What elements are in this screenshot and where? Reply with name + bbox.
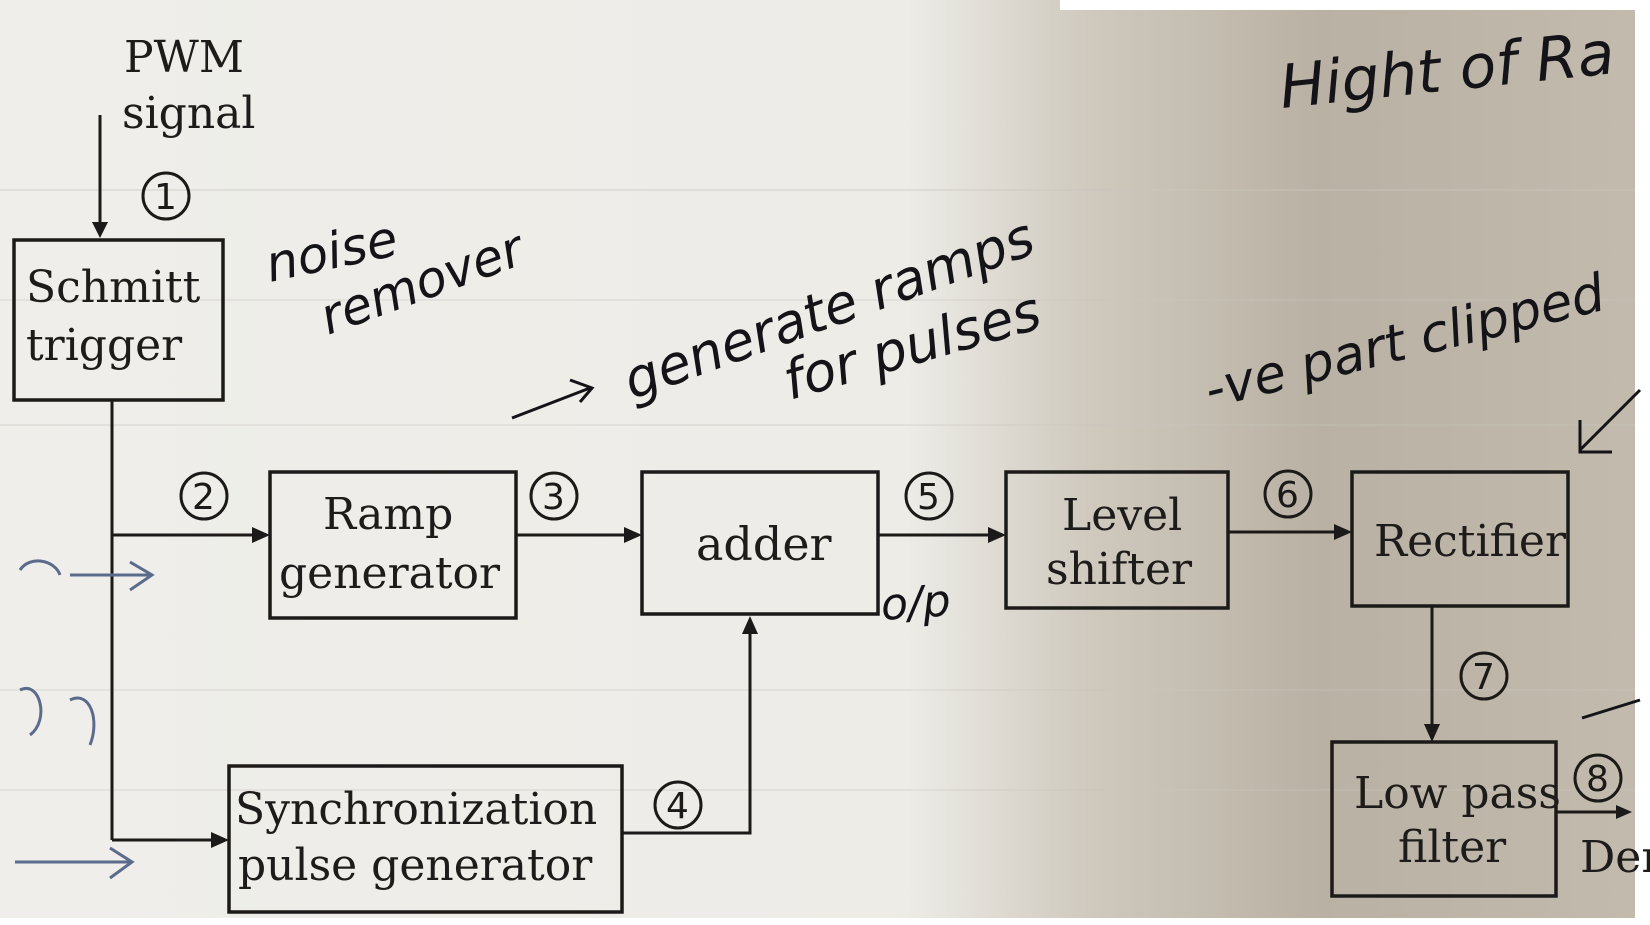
- bleed-through-texture: [0, 189, 1635, 791]
- handwritten-height-of-ramp: Hight of Ra: [1276, 18, 1617, 123]
- node-4-circle: [653, 780, 703, 830]
- sync-to-adder-arrowhead: [742, 616, 758, 634]
- handwritten-arrowhead-right-1: [1578, 420, 1612, 454]
- handwritten-left-mark-1: [18, 559, 155, 592]
- rectifier-block: [1350, 470, 1570, 608]
- node-1-label: 1: [154, 177, 177, 218]
- adder-to-level-arrowhead: [988, 527, 1006, 543]
- node-7-circle: [1459, 651, 1509, 701]
- image-border-right: [1635, 0, 1650, 925]
- adder-label: adder: [696, 517, 832, 571]
- handwritten-arrow-right-2: [1581, 698, 1641, 720]
- node-8-circle: [1573, 753, 1623, 803]
- node-2-label: 2: [192, 477, 215, 518]
- level-to-rectifier-arrowhead: [1334, 524, 1352, 540]
- rectifier-to-lpf-arrowhead: [1424, 724, 1440, 742]
- low-pass-filter-label-line1: Low pass: [1354, 768, 1561, 819]
- node-3-circle: [529, 471, 579, 521]
- sync-to-adder-line: [622, 632, 752, 835]
- schmitt-trigger-label-line2: trigger: [26, 320, 183, 371]
- level-shifter-label-line2: shifter: [1046, 544, 1193, 595]
- sync-input-arrowhead: [211, 832, 229, 848]
- ramp-generator-label-line1: Ramp: [323, 489, 453, 540]
- level-shifter-label-line1: Level: [1062, 490, 1182, 541]
- node-5-circle: [904, 471, 954, 521]
- sync-pulse-generator-block: [227, 764, 624, 914]
- handwritten-arrow-right-1: [1578, 388, 1642, 452]
- ramp-input-arrowhead: [252, 527, 270, 543]
- ramp-to-adder-arrowhead: [624, 527, 642, 543]
- node-8-label: 8: [1586, 759, 1609, 800]
- node-4-label: 4: [666, 786, 689, 827]
- ramp-generator-label-line2: generator: [279, 548, 501, 599]
- image-border-bottom: [0, 918, 1650, 925]
- handwritten-arrow-ramp: [511, 386, 591, 420]
- low-pass-filter-block: [1330, 740, 1558, 898]
- input-label-line1: PWM: [124, 32, 244, 83]
- handwritten-op: o/p: [879, 575, 952, 631]
- node-1-circle: [141, 171, 191, 221]
- node-2-circle: [179, 471, 229, 521]
- input-label-line2: signal: [122, 88, 255, 139]
- node-6-label: 6: [1276, 475, 1299, 516]
- schmitt-trigger-label-line1: Schmitt: [26, 262, 201, 313]
- sync-pulse-generator-label-line1: Synchronization: [235, 784, 597, 835]
- node-5-label: 5: [917, 477, 940, 518]
- ramp-generator-block: [268, 470, 518, 620]
- rectifier-label: Rectifier: [1374, 516, 1567, 567]
- lpf-output-arrowhead: [1616, 805, 1632, 819]
- output-label: Der: [1580, 832, 1650, 883]
- handwritten-arrowhead-ramp: [569, 378, 595, 403]
- handwritten-left-mark-2: [19, 686, 96, 746]
- low-pass-filter-label-line2: filter: [1398, 822, 1507, 873]
- schmitt-trigger-block: [12, 238, 225, 402]
- handwritten-ve-part-clipped: -ve part clipped: [1199, 263, 1612, 421]
- level-shifter-block: [1004, 470, 1230, 610]
- adder-block: [640, 470, 880, 616]
- handwritten-left-arrow: [15, 846, 135, 880]
- sync-pulse-generator-label-line2: pulse generator: [238, 840, 593, 891]
- node-3-label: 3: [542, 477, 565, 518]
- node-7-label: 7: [1472, 657, 1495, 698]
- input-arrowhead: [92, 222, 108, 238]
- node-6-circle: [1263, 469, 1313, 519]
- image-border-top: [1060, 0, 1650, 10]
